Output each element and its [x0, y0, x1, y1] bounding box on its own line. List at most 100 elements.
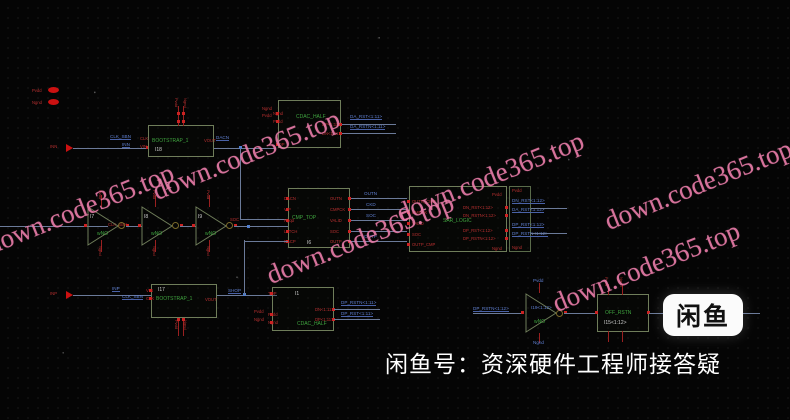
wire-inv1-out	[126, 226, 142, 227]
wire-inv3-out	[234, 226, 248, 227]
label-cdac-top-pvdd-net: Pvdd	[262, 113, 272, 118]
pin-cmp-latch: LATCH	[284, 229, 298, 234]
block-bootstrap-top[interactable]	[148, 125, 214, 157]
wire-inv1-vdd	[101, 195, 102, 207]
pin-marker	[180, 224, 183, 227]
net-label-da-rst-12[interactable]: DA_RST<1:12>	[512, 207, 545, 213]
net-label-inp[interactable]: INP	[112, 286, 120, 292]
inverter-3[interactable]	[194, 205, 230, 247]
pin-cdac-top-dn: DN<1:11>	[322, 131, 341, 136]
net-label-dp-rstn-11[interactable]: DP_RSTN<1:11>	[341, 300, 377, 306]
pin-cmp-dacp: DACP	[284, 239, 296, 244]
inverter-bus-pvdd: Pvdd	[533, 278, 544, 283]
block-bootstrap-bottom-instance: I17	[158, 287, 165, 293]
block-cmp-top[interactable]	[288, 188, 350, 248]
wire-inn	[73, 148, 148, 149]
wire-inv2-out	[180, 226, 196, 227]
supply-port-ngnd-symbol[interactable]	[48, 99, 59, 105]
net-label-dn-rst-12[interactable]: DN_RST<1:12>	[512, 198, 545, 204]
net-label-dp-rstn-12[interactable]: DP_RSTN<1:12>	[512, 231, 548, 237]
inverter-2[interactable]	[140, 205, 176, 247]
net-label-outn[interactable]: OUTN	[364, 191, 378, 196]
wire-cmpck	[351, 209, 407, 210]
pin-cmp-dacn: DACN	[284, 196, 296, 201]
pin-marker	[348, 230, 351, 233]
wire-invbus-vdd	[539, 283, 540, 293]
net-label-outp[interactable]: OUTP	[364, 234, 377, 239]
pin-marker	[505, 214, 508, 217]
wire-clk-sbn-in	[0, 226, 86, 227]
inverter-bus[interactable]	[524, 292, 560, 334]
supply-port-pvdd-symbol[interactable]	[48, 87, 59, 93]
net-label-da-rst-11[interactable]: DA_RST<1:11>	[350, 114, 383, 120]
pin-marker	[348, 219, 351, 222]
net-label-clk-sbn-top[interactable]: CLK_SBN	[110, 134, 131, 140]
pin-marker	[564, 311, 567, 314]
pin-marker	[182, 112, 185, 115]
block-off-rstn[interactable]	[597, 294, 649, 332]
wire-invbus-gnd	[539, 333, 540, 343]
pin-marker	[177, 120, 180, 123]
off-rstn-pvdd: Pvdd	[604, 277, 609, 287]
xianyu-logo[interactable]: 闲鱼	[663, 294, 743, 336]
pin-sar-cmpck: CMPCK	[412, 210, 428, 215]
pin-cdac-bottom-dp: DP<1:11>	[315, 317, 334, 322]
pin-marker	[407, 243, 410, 246]
pin-marker	[84, 224, 87, 227]
net-label-da-rstn-11[interactable]: DA_RSTN<1:11>	[350, 124, 386, 130]
block-bootstrap-bottom[interactable]	[151, 284, 217, 318]
input-port-inn-symbol[interactable]	[66, 144, 73, 152]
net-label-ckd[interactable]: CKD	[366, 202, 376, 207]
pin-cdac-top-top: TOP	[276, 142, 285, 147]
inverter-1-net: wNO	[97, 231, 109, 237]
sar-supply-rail	[509, 186, 531, 252]
pin-marker	[595, 311, 598, 314]
inverter-3-instance: I9	[198, 214, 203, 220]
pin-marker	[286, 208, 289, 211]
inverter-3-ngnd: Ngnd	[206, 246, 211, 256]
net-label-dacn[interactable]: DACN	[216, 135, 230, 141]
inverter-3-pvdd: Pvdd	[206, 190, 211, 200]
wire-clk-sbn-mid	[86, 226, 108, 227]
pin-marker	[407, 222, 410, 225]
block-sar-logic[interactable]	[409, 186, 507, 252]
block-cdac-bottom[interactable]	[272, 287, 334, 331]
pin-bootstrap-top-ngnd: Ngnd	[183, 98, 188, 108]
inverter-1[interactable]	[86, 205, 122, 247]
wire-sar-out-top	[531, 208, 567, 209]
pin-marker	[286, 197, 289, 200]
wire-soc	[351, 231, 407, 232]
block-off-rstn-cell: OFF_RSTN	[605, 310, 632, 316]
pin-cmp-rpqd: Rpqd	[284, 218, 295, 223]
inverter-2-pvdd: Pvdd	[152, 190, 157, 200]
pin-marker	[332, 308, 335, 311]
net-label-inn[interactable]: INN	[122, 142, 130, 148]
inverter-bus-bubble	[556, 310, 563, 317]
pin-sar-dp-rst: DP_RST<1:12>	[463, 228, 493, 233]
block-bootstrap-top-instance: I18	[155, 147, 162, 153]
wire-bootstrap-bottom-vdd	[178, 318, 179, 336]
wire-dacn-down	[240, 148, 241, 220]
pin-bootstrap-top-vout: VOUT	[204, 138, 216, 143]
net-label-clk-sbn-bottom[interactable]: CLK_SBN	[122, 294, 143, 300]
wire-cdac-bottom-dn	[334, 309, 380, 310]
supply-port-pvdd-label: Pvdd	[32, 88, 42, 93]
net-label-dp-rstn-12-in[interactable]: DP_RSTN<1:12>	[473, 306, 509, 312]
wire-cdac-top-dp	[342, 124, 396, 125]
pin-bootstrap-bottom-pvdd: Pvdd	[174, 320, 179, 330]
pin-cdac-top-dp: DP<1:11>	[322, 122, 341, 127]
inverter-2-bubble	[172, 222, 179, 229]
pin-bootstrap-top-clk: CLK	[140, 136, 149, 141]
net-label-shop[interactable]: SHOP	[228, 288, 242, 294]
pin-marker	[138, 224, 141, 227]
net-label-soc[interactable]: SOC	[366, 213, 376, 218]
inverter-3-bubble	[226, 222, 233, 229]
pin-marker	[348, 240, 351, 243]
input-port-inp-symbol[interactable]	[66, 291, 73, 299]
wire-inv3-gnd	[209, 240, 210, 252]
net-label-dp-rst-12[interactable]: DP_RST<1:12>	[512, 222, 545, 228]
block-cdac-top[interactable]	[278, 100, 341, 148]
junction-dacn	[239, 146, 242, 149]
net-label-dp-rst-11[interactable]: DP_RST<1:11>	[341, 311, 374, 317]
